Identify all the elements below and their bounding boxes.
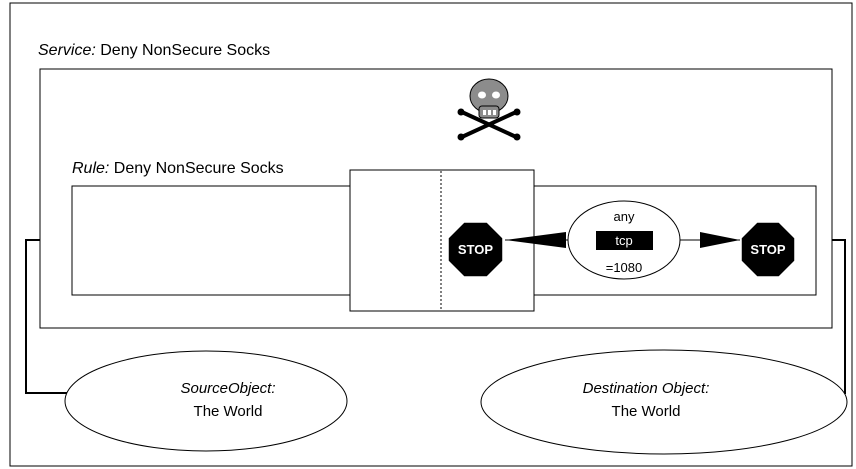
service-title: Service: Deny NonSecure Socks xyxy=(38,42,270,59)
stop-right-label: STOP xyxy=(750,242,785,257)
source-prefix: SourceObject: xyxy=(180,380,275,397)
stop-sign-left-icon: STOP xyxy=(447,221,504,278)
destination-prefix: Destination Object: xyxy=(583,380,710,397)
rule-title: Rule: Deny NonSecure Socks xyxy=(72,160,284,177)
service-name: Deny NonSecure Socks xyxy=(96,42,270,59)
source-connector xyxy=(25,239,75,394)
stop-left-label: STOP xyxy=(458,242,493,257)
skull-crossbones-icon xyxy=(457,78,521,141)
service-box xyxy=(39,68,833,329)
protocol-port: =1080 xyxy=(606,260,643,275)
source-name: The World xyxy=(194,403,263,420)
destination-name: The World xyxy=(612,403,681,420)
arrow-right-icon xyxy=(700,232,740,248)
stop-sign-right-icon: STOP xyxy=(740,221,796,278)
protocol-tcp-box xyxy=(596,231,653,250)
destination-object xyxy=(480,349,848,455)
arrow-left-icon xyxy=(505,232,566,248)
rule-name: Deny NonSecure Socks xyxy=(109,160,283,177)
protocol-tcp: tcp xyxy=(615,233,632,248)
protocol-any: any xyxy=(614,209,635,224)
source-object xyxy=(64,350,348,452)
outer-frame xyxy=(9,2,853,467)
rule-prefix: Rule: xyxy=(72,160,109,177)
service-prefix: Service: xyxy=(38,42,96,59)
